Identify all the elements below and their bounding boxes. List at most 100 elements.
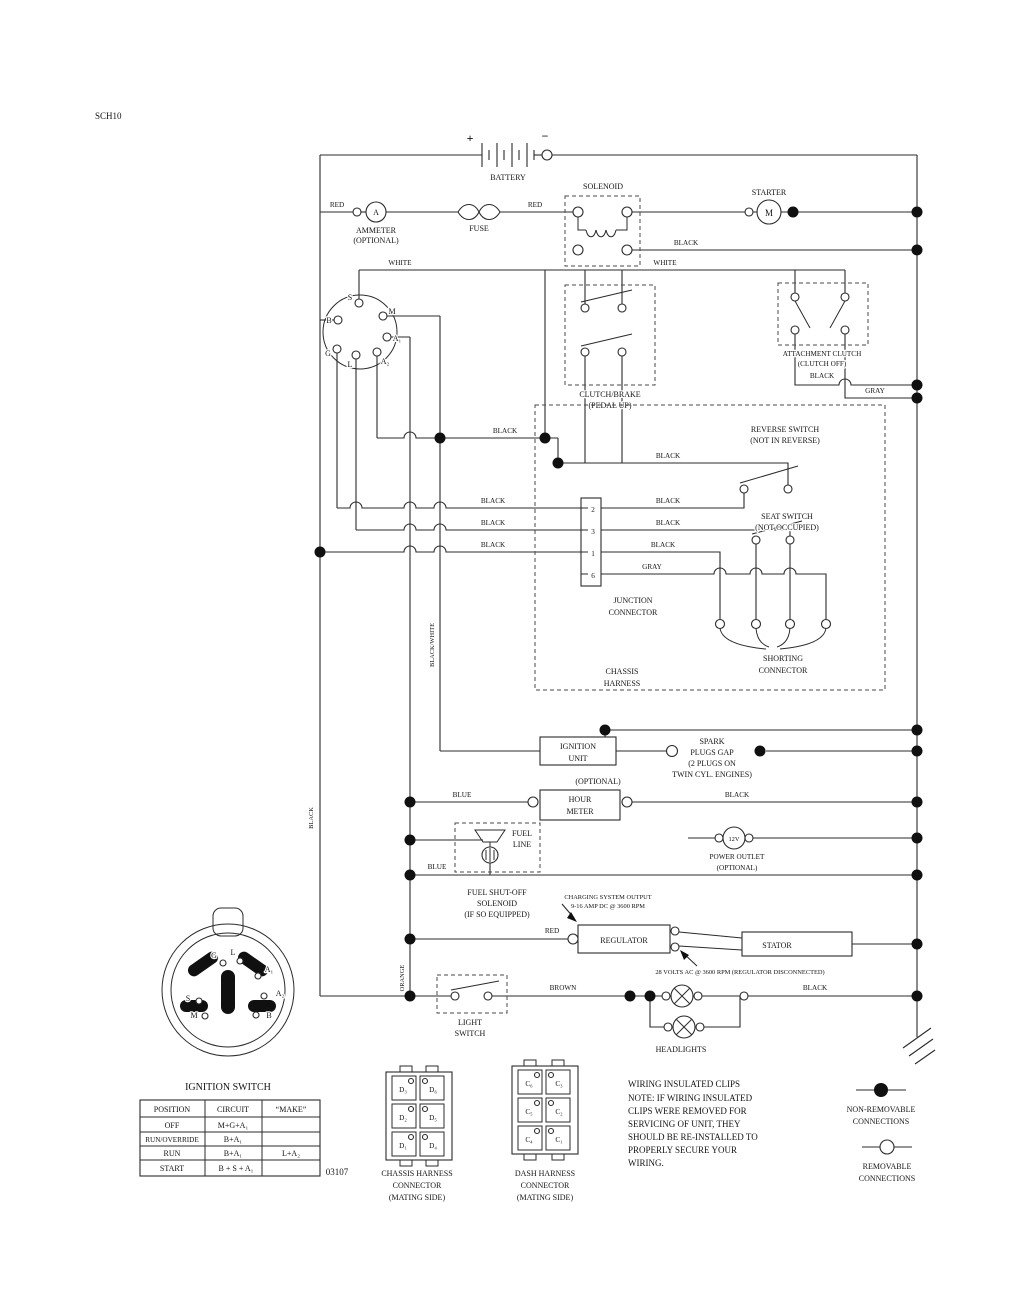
wire-label-black: BLACK bbox=[493, 427, 518, 435]
solenoid-label: SOLENOID bbox=[583, 182, 623, 191]
reverse-switch: REVERSE SWITCH (NOT IN REVERSE) bbox=[739, 424, 821, 494]
terminal-m: M bbox=[388, 307, 395, 316]
clips-title: WIRING INSULATED CLIPS bbox=[628, 1079, 740, 1089]
ignition-unit: IGNITION UNIT bbox=[539, 736, 617, 766]
clips-body-line: NOTE: IF WIRING INSULATED bbox=[628, 1093, 753, 1103]
spark-plugs-note: (2 PLUGS ON bbox=[688, 759, 736, 768]
wire-label-black: BLACK bbox=[810, 372, 835, 380]
battery-plus-sign: + bbox=[467, 131, 474, 145]
pin-d5: D₅ bbox=[429, 1114, 437, 1122]
spark-plugs-note2: TWIN CYL. ENGINES) bbox=[672, 770, 752, 779]
hour-meter-label: HOUR bbox=[569, 795, 592, 804]
volts-note: 28 VOLTS AC @ 3600 RPM (REGULATOR DISCON… bbox=[655, 969, 824, 976]
wire-label-black-vertical: BLACK bbox=[308, 807, 315, 829]
chassis-connector-note: (MATING SIDE) bbox=[389, 1193, 446, 1202]
chassis-harness-label: CHASSIS bbox=[606, 667, 639, 676]
chassis-connector-label: CHASSIS HARNESS bbox=[381, 1169, 452, 1178]
wire-label-blue: BLUE bbox=[428, 863, 447, 871]
legend-removable2: CONNECTIONS bbox=[859, 1174, 915, 1183]
seat-switch: SEAT SWITCH (NOT OCCUPIED) bbox=[751, 511, 820, 545]
ignition-unit-label2: UNIT bbox=[568, 754, 587, 763]
chassis-harness-region: CHASSIS HARNESS REVERSE SWITCH (NOT IN R… bbox=[534, 404, 886, 691]
table-header-make: “MAKE” bbox=[276, 1105, 307, 1114]
wire-label-orange: ORANGE bbox=[399, 965, 406, 992]
chassis-harness-label2: HARNESS bbox=[604, 679, 640, 688]
hour-meter: (OPTIONAL) HOUR METER BLUE BLACK bbox=[451, 776, 751, 821]
terminal-l: L bbox=[348, 360, 353, 369]
ammeter-note: (OPTIONAL) bbox=[353, 236, 399, 245]
wire-label-black: BLACK bbox=[481, 519, 506, 527]
table-cell: START bbox=[160, 1164, 184, 1173]
fuse-label: FUSE bbox=[469, 224, 489, 233]
ammeter-label: AMMETER bbox=[356, 226, 397, 235]
charging-note: CHARGING SYSTEM OUTPUT bbox=[564, 894, 651, 901]
pin-c5: C₅ bbox=[525, 1108, 533, 1116]
terminal-b: B bbox=[326, 316, 331, 325]
wire-label-black: BLACK bbox=[656, 497, 681, 505]
junction-pin-1: 1 bbox=[591, 550, 595, 558]
wire-label-red: RED bbox=[545, 927, 559, 935]
connection-legend: NON-REMOVABLE CONNECTIONS REMOVABLE CONN… bbox=[845, 1083, 917, 1184]
attachment-clutch-switch: ATTACHMENT CLUTCH (CLUTCH OFF) BLACK GRA… bbox=[777, 282, 887, 396]
shorting-connector-label2: CONNECTOR bbox=[759, 666, 808, 675]
fuel-shutoff-note: (IF SO EQUIPPED) bbox=[464, 910, 530, 919]
reverse-switch-label: REVERSE SWITCH bbox=[751, 425, 819, 434]
pin-c1: C₁ bbox=[555, 1136, 563, 1144]
pin-d4: D₄ bbox=[429, 1142, 437, 1150]
detail-terminal-m: M bbox=[190, 1011, 197, 1020]
pin-d2: D₂ bbox=[399, 1114, 407, 1122]
wire-label-black: BLACK bbox=[656, 452, 681, 460]
detail-terminal-b: B bbox=[266, 1011, 271, 1020]
light-switch-label: LIGHT bbox=[458, 1018, 482, 1027]
starter-label: STARTER bbox=[752, 188, 787, 197]
fuel-line-label: FUEL bbox=[512, 829, 532, 838]
power-outlet-symbol: 12V bbox=[728, 836, 739, 843]
wire-label-gray: GRAY bbox=[642, 563, 663, 571]
seat-switch-label: SEAT SWITCH bbox=[761, 512, 813, 521]
wire-label-gray: GRAY bbox=[865, 387, 886, 395]
battery-minus-sign: − bbox=[542, 129, 549, 143]
ammeter: A RED RED AMMETER (OPTIONAL) FUSE bbox=[329, 200, 544, 246]
wire-label-red: RED bbox=[528, 201, 542, 209]
doc-number: 03107 bbox=[326, 1167, 349, 1177]
junction-connector-label: JUNCTION bbox=[613, 596, 652, 605]
power-outlet: 12V POWER OUTLET (OPTIONAL) bbox=[708, 826, 766, 873]
solenoid: SOLENOID BLACK bbox=[564, 181, 700, 267]
wire-label-black-white: BLACK/WHITE bbox=[429, 623, 436, 667]
clutch-brake-switch: CLUTCH/BRAKE (PEDAL UP) bbox=[564, 284, 656, 411]
wire-label-black: BLACK bbox=[481, 497, 506, 505]
clips-body-line: SERVICING OF UNIT, THEY bbox=[628, 1119, 741, 1129]
wire-label-black: BLACK bbox=[674, 239, 699, 247]
junction-connector-label2: CONNECTOR bbox=[609, 608, 658, 617]
charging-note2: 9-16 AMP DC @ 3600 RPM bbox=[571, 903, 645, 910]
table-header-circuit: CIRCUIT bbox=[217, 1105, 249, 1114]
ignition-table: POSITION CIRCUIT “MAKE” OFF M+G+A₁ RUN/O… bbox=[139, 1099, 321, 1177]
detail-terminal-g: G bbox=[211, 951, 217, 960]
pin-d3: D₃ bbox=[399, 1086, 407, 1094]
wire-label-brown: BROWN bbox=[550, 984, 578, 992]
terminal-a2: A₂ bbox=[381, 357, 390, 366]
wire-label-black: BLACK bbox=[725, 791, 750, 799]
ignition-unit-label: IGNITION bbox=[560, 742, 596, 751]
pin-c6: C₆ bbox=[525, 1080, 533, 1088]
detail-terminal-s: S bbox=[186, 994, 190, 1003]
ammeter-symbol: A bbox=[373, 208, 379, 217]
regulator-label: REGULATOR bbox=[600, 936, 648, 945]
junction-pin-3: 3 bbox=[591, 528, 595, 536]
junction-connector: 2 3 1 6 JUNCTION CONNECTOR bbox=[580, 497, 659, 618]
power-outlet-note: (OPTIONAL) bbox=[717, 864, 758, 872]
battery-label: BATTERY bbox=[490, 173, 526, 182]
table-header-position: POSITION bbox=[154, 1105, 191, 1114]
charging-system: CHARGING SYSTEM OUTPUT 9-16 AMP DC @ 360… bbox=[544, 893, 853, 977]
table-cell: B+A₁ bbox=[224, 1135, 243, 1144]
pin-c4: C₄ bbox=[525, 1136, 533, 1144]
legend-non-removable: NON-REMOVABLE bbox=[847, 1105, 916, 1114]
terminal-a1: A₁ bbox=[393, 334, 402, 343]
light-switch-label2: SWITCH bbox=[455, 1029, 486, 1038]
stator-label: STATOR bbox=[762, 941, 792, 950]
table-cell: RUN/OVERRIDE bbox=[145, 1136, 199, 1144]
dash-connector-label2: CONNECTOR bbox=[521, 1181, 570, 1190]
hour-meter-note: (OPTIONAL) bbox=[575, 777, 621, 786]
wire-label-black: BLACK bbox=[656, 519, 681, 527]
